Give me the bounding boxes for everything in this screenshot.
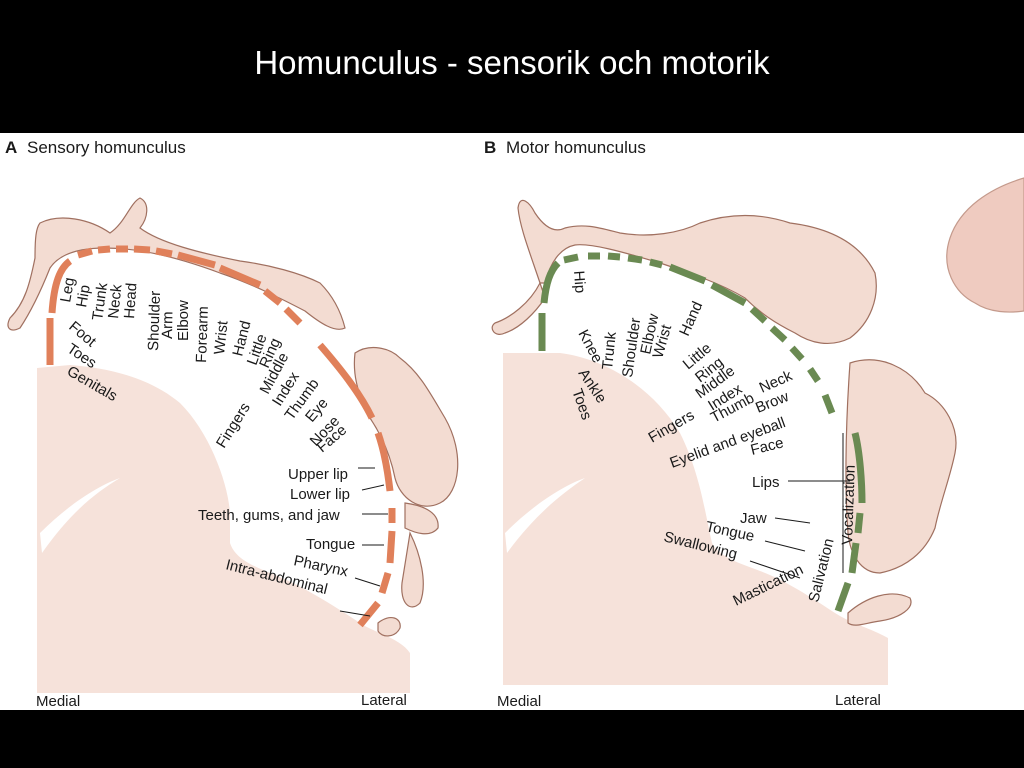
- strip-segment-lips: [851, 432, 866, 504]
- strip-segment-brow: [789, 345, 805, 362]
- strip-segment-leg: [48, 258, 73, 314]
- sensory-label-fingers: Fingers: [213, 400, 254, 451]
- motor-label-salivation: Salivation: [805, 537, 837, 604]
- sensory-homunculus-face: [353, 346, 459, 507]
- motor-label-hand: Hand: [676, 299, 706, 339]
- sensory-label-forearm: Forearm: [193, 306, 212, 363]
- motor-label-lateral: Lateral: [835, 692, 881, 709]
- leader-abdominal: [339, 610, 371, 617]
- homunculus-figure: A Sensory homunculus: [0, 133, 1024, 710]
- sensory-homunculus-body: [7, 197, 346, 331]
- motor-cortex-strip: [538, 252, 866, 613]
- sensory-label-upper-lip: Upper lip: [288, 466, 348, 483]
- sensory-label-wrist: Wrist: [211, 319, 232, 355]
- sensory-label-head: Head: [121, 282, 140, 319]
- sensory-homunculus-jaw: [401, 502, 439, 608]
- motor-brain-section: [503, 353, 888, 685]
- sensory-label-lower-lip: Lower lip: [290, 486, 350, 503]
- strip-segment-trunk: [77, 247, 93, 259]
- motor-homunculus-leg: [491, 281, 546, 335]
- strip-segment-hand: [668, 263, 707, 285]
- strip-segment-face: [821, 393, 836, 415]
- strip-segment-face: [317, 342, 376, 420]
- leader-jaw: [774, 517, 811, 524]
- leader-lower-lip: [361, 484, 385, 491]
- motor-panel-letter: B: [484, 138, 496, 157]
- motor-label-jaw: Jaw: [740, 510, 767, 527]
- motor-label-hip: Hip: [570, 270, 589, 294]
- strip-segment-thumb: [749, 306, 768, 324]
- brain-3d-icon: [946, 177, 1024, 313]
- strip-segment-ankle: [540, 260, 561, 304]
- motor-label-medial: Medial: [497, 693, 541, 710]
- strip-segment-fingers: [218, 264, 262, 289]
- sensory-label-medial: Medial: [36, 693, 80, 710]
- sensory-label-lateral: Lateral: [361, 692, 407, 709]
- strip-segment-abdominal: [357, 600, 381, 628]
- sensory-label-shoulder: Shoulder: [145, 291, 164, 352]
- sensory-cortex-strip: [46, 245, 396, 628]
- slide-title: Homunculus - sensorik och motorik: [254, 44, 770, 81]
- sensory-label-trunk: Trunk: [89, 281, 111, 321]
- motor-leader-lines: [749, 433, 850, 579]
- strip-segment-thumb: [262, 288, 283, 306]
- strip-segment-tongue: [848, 542, 860, 574]
- sensory-leader-lines: [339, 467, 388, 617]
- leader-swallowing: [749, 560, 801, 579]
- sensory-label-teeth: Teeth, gums, and jaw: [198, 507, 340, 524]
- sensory-label-elbow: Elbow: [175, 300, 192, 341]
- sensory-panel-letter: A: [5, 138, 17, 157]
- strip-segment-eyelid: [807, 367, 821, 383]
- strip-segment-hand: [177, 251, 216, 269]
- leader-pharynx: [354, 577, 381, 587]
- sensory-label-hip: Hip: [73, 284, 94, 309]
- sensory-brain-section: [37, 365, 410, 693]
- motor-label-vocalization: Vocalization: [839, 465, 859, 546]
- figure-canvas: A Sensory homunculus: [5, 138, 1024, 710]
- strip-segment-neck: [97, 245, 111, 254]
- motor-panel: B Motor homunculus: [484, 138, 1024, 710]
- strip-segment-tongue: [386, 530, 396, 564]
- strip-segment-eye: [283, 306, 303, 326]
- motor-label-brow: Brow: [753, 388, 791, 417]
- sensory-label-leg: Leg: [57, 276, 78, 304]
- motor-panel-title: Motor homunculus: [506, 138, 646, 157]
- strip-segment-pharynx: [378, 571, 392, 595]
- sensory-label-arm: Arm: [159, 311, 176, 339]
- motor-label-lips: Lips: [752, 474, 780, 491]
- strip-segment-forearm: [155, 247, 173, 258]
- sensory-panel: A Sensory homunculus: [5, 138, 459, 710]
- motor-homunculus-face: [845, 359, 957, 574]
- sensory-label-tongue: Tongue: [306, 536, 355, 553]
- sensory-panel-title: Sensory homunculus: [27, 138, 186, 157]
- sensory-homunculus-tongue: [377, 616, 401, 637]
- strip-segment-wrist: [649, 258, 663, 269]
- motor-label-trunk: Trunk: [599, 331, 620, 371]
- leader-tongue-m: [764, 540, 806, 552]
- strip-segment-jaw: [854, 512, 864, 534]
- strip-segment-swallowing: [834, 581, 852, 613]
- strip-segment-neck: [769, 325, 788, 343]
- strip-segment-lips: [374, 431, 394, 492]
- strip-segment-shoulder: [607, 252, 621, 261]
- strip-segment-arm: [133, 245, 151, 254]
- strip-segment-fingers: [710, 281, 747, 307]
- strip-segment-elbow: [627, 254, 643, 264]
- motor-homunculus-tongue: [847, 593, 912, 626]
- sensory-label-neck: Neck: [105, 283, 126, 319]
- strip-segment-hip: [563, 253, 579, 264]
